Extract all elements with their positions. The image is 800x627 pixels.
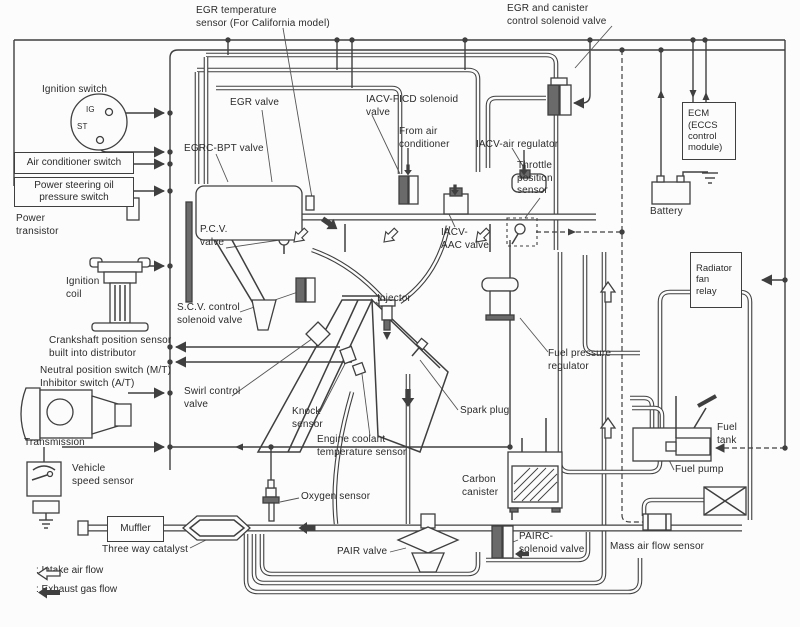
label-throttle-position-sensor: Throttle position sensor — [517, 160, 553, 196]
knock-sensor-glyph — [339, 345, 357, 365]
engine-block — [256, 295, 449, 453]
legend-exhaust-text: : Exhaust gas flow — [36, 584, 118, 595]
vacuum-pipes — [86, 55, 750, 592]
label-power-transistor: Power transistor — [16, 213, 59, 237]
label-crankshaft-position-sensor: Crankshaft position sensor built into di… — [49, 335, 172, 359]
tailpipe-glyph — [77, 520, 89, 536]
legend-intake-air-flow: : Intake air flow — [36, 565, 104, 581]
label-injector: Injector — [377, 293, 411, 304]
label-egr-valve: EGR valve — [230, 97, 280, 108]
three-way-catalyst-glyph — [182, 515, 251, 541]
label-ignition-switch: Ignition switch — [42, 84, 108, 95]
scv-solenoid-glyph — [295, 277, 316, 303]
ecm-box: ECM (ECCS control module) — [682, 102, 736, 160]
label-neutral-inhibitor-switch: Neutral position switch (M/T) Inhibitor … — [40, 365, 172, 389]
spark-plug-glyph — [411, 337, 429, 357]
label-fuel-pump: Fuel pump — [675, 464, 724, 475]
label-pair-valve: PAIR valve — [337, 546, 388, 557]
label-ignition-coil: Ignition coil — [66, 276, 100, 300]
ignition-switch-glyph — [70, 93, 128, 151]
iacv-ficd-glyph — [398, 175, 419, 205]
label-iacv-ficd-solenoid: IACV-FICD solenoid valve — [366, 94, 459, 118]
battery-glyph — [651, 175, 691, 205]
legend-intake-text: : Intake air flow — [36, 565, 104, 576]
transmission-glyph — [20, 387, 132, 441]
swirl-control-valve-glyph — [305, 321, 331, 347]
egr-canister-solenoid-glyph — [547, 77, 572, 116]
injector-glyph — [378, 299, 396, 340]
throttle-position-sensor-glyph — [506, 217, 538, 247]
mass-air-flow-sensor-glyph — [642, 513, 672, 531]
label-egrc-bpt-valve: EGRC-BPT valve — [184, 143, 264, 154]
label-fuel-pressure-regulator: Fuel pressure regulator — [548, 348, 612, 372]
junction-dots — [167, 37, 788, 451]
label-vehicle-speed-sensor: Vehicle speed sensor — [72, 463, 134, 487]
pairc-solenoid-glyph — [491, 525, 514, 559]
fuel-pressure-regulator-glyph — [481, 277, 519, 321]
radiator-fan-relay-box: Radiator fan relay — [690, 252, 742, 308]
label-iacv-air-regulator: IACV-air regulator — [476, 139, 559, 150]
carbon-canister-glyph — [507, 451, 563, 513]
distributor-bracket-glyph — [195, 185, 303, 331]
label-swirl-control-valve: Swirl control valve — [184, 386, 241, 410]
ignition-coil-glyph — [89, 257, 151, 332]
harness-wires — [13, 39, 786, 523]
label-spark-plug: Spark plug — [460, 405, 510, 416]
label-scv-control-solenoid: S.C.V. control solenoid valve — [177, 302, 243, 326]
label-ig-terminal: IG — [86, 105, 95, 114]
signal-arrows — [235, 90, 710, 451]
power-steering-switch-box: Power steering oil pressure switch — [14, 177, 134, 207]
label-mass-air-flow-sensor: Mass air flow sensor — [610, 541, 705, 552]
label-leaders — [29, 25, 675, 553]
label-battery: Battery — [650, 206, 683, 217]
label-egr-temperature-sensor: EGR temperature sensor (For California m… — [196, 5, 330, 29]
label-oxygen-sensor: Oxygen sensor — [301, 491, 371, 502]
intake-air-flow-icon — [36, 566, 61, 581]
pair-valve-glyph — [396, 513, 460, 573]
air-conditioner-switch-box: Air conditioner switch — [14, 152, 134, 174]
label-three-way-catalyst: Three way catalyst — [102, 544, 189, 555]
engine-coolant-sensor-glyph — [351, 361, 367, 377]
exhaust-gas-flow-icon — [38, 586, 60, 599]
label-egr-and-canister-solenoid: EGR and canister control solenoid valve — [507, 3, 607, 27]
label-fuel-tank: Fuel tank — [717, 422, 738, 446]
label-knock-sensor: Knock sensor — [292, 406, 323, 430]
label-pairc-solenoid-valve: PAIRC- solenoid valve — [519, 531, 585, 555]
label-engine-coolant-temp-sensor: Engine coolant temperature sensor — [317, 434, 407, 458]
label-pcv-valve: P.C.V. valve — [200, 224, 228, 248]
label-st-terminal: ST — [77, 122, 88, 131]
vehicle-speed-sensor-glyph — [26, 461, 62, 529]
label-carbon-canister: Carbon canister — [462, 474, 499, 498]
label-transmission: Transmission — [24, 437, 85, 448]
oxygen-sensor-glyph — [262, 479, 280, 522]
egr-temp-sensor-glyph — [305, 195, 315, 211]
legend-exhaust-gas-flow: : Exhaust gas flow — [36, 584, 118, 599]
label-iacv-aac-valve: IACV- AAC valve — [441, 227, 490, 251]
fuel-tank-glyph — [632, 394, 717, 462]
muffler-box: Muffler — [107, 516, 164, 542]
label-from-air-conditioner: From air conditioner — [399, 126, 450, 150]
air-cleaner-glyph — [703, 486, 747, 516]
